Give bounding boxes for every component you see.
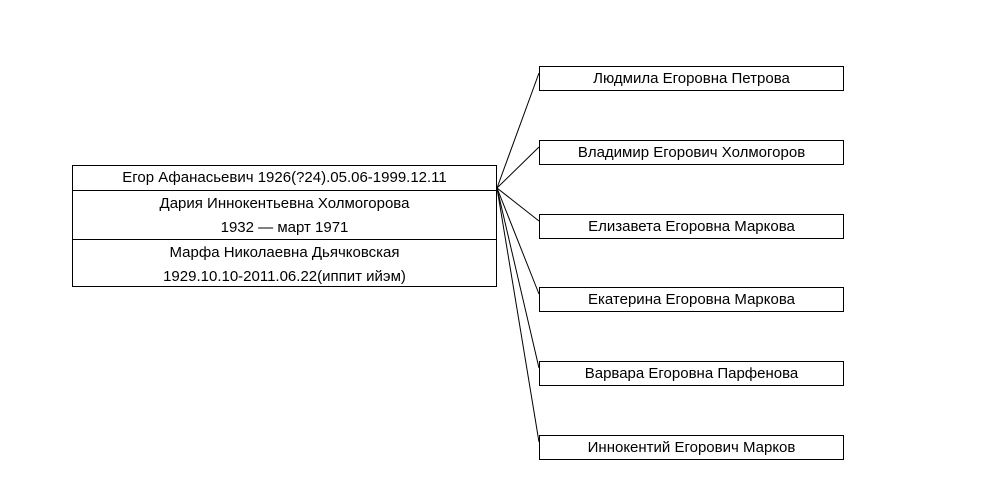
child-6: Иннокентий Егорович Марков bbox=[539, 435, 844, 460]
connector-line-3 bbox=[496, 187, 540, 222]
spouse-1-name: Дария Иннокентьевна Холмогорова bbox=[159, 195, 410, 212]
child-5: Варвара Егоровна Парфенова bbox=[539, 361, 844, 386]
connector-line-5 bbox=[496, 187, 540, 369]
child-3: Елизавета Егоровна Маркова bbox=[539, 214, 844, 239]
child-2: Владимир Егорович Холмогоров bbox=[539, 140, 844, 165]
child-4: Екатерина Егоровна Маркова bbox=[539, 287, 844, 312]
child-1: Людмила Егоровна Петрова bbox=[539, 66, 844, 91]
spouse-2: Марфа Николаевна Дьячковская 1929.10.10-… bbox=[73, 240, 496, 289]
connector-line-4 bbox=[496, 187, 540, 295]
parent-name: Егор Афанасьевич 1926(?24).05.06-1999.12… bbox=[73, 166, 496, 191]
spouse-2-name: Марфа Николаевна Дьячковская bbox=[169, 244, 400, 261]
connector-line-2 bbox=[496, 146, 540, 189]
connector-line-6 bbox=[496, 187, 540, 443]
connector-line-1 bbox=[496, 72, 540, 189]
spouse-2-dates: 1929.10.10-2011.06.22(иппит ийэм) bbox=[163, 268, 406, 285]
parent-family-box: Егор Афанасьевич 1926(?24).05.06-1999.12… bbox=[72, 165, 497, 287]
spouse-1-dates: 1932 — март 1971 bbox=[220, 219, 349, 236]
spouse-1: Дария Иннокентьевна Холмогорова 1932 — м… bbox=[73, 191, 496, 240]
